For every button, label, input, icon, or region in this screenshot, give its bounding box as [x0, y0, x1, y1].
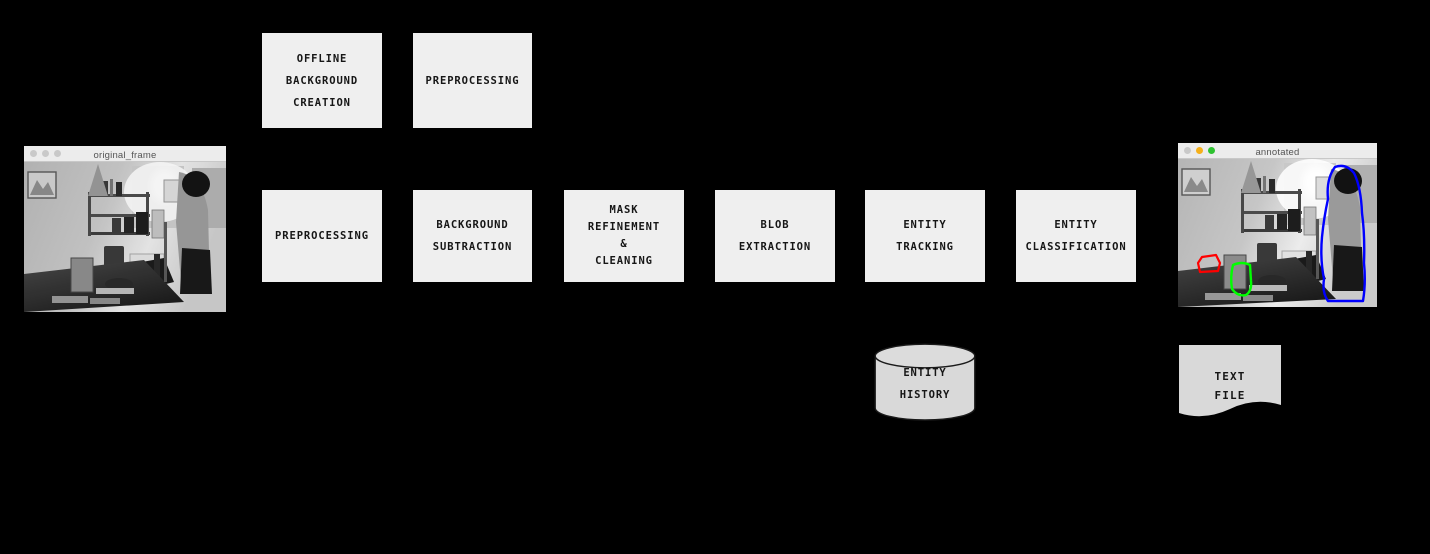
mask-refinement-cleaning-box[interactable]: MASK REFINEMENT & CLEANING [564, 190, 684, 282]
box-line: BACKGROUND [436, 219, 509, 231]
box-line: PREPROCESSING [275, 230, 369, 242]
red-contour [1196, 253, 1222, 274]
preprocessing-box[interactable]: PREPROCESSING [262, 190, 382, 282]
box-line: TRACKING [896, 241, 954, 253]
traffic-lights [30, 150, 61, 157]
entity-history-datastore[interactable]: ENTITY HISTORY [874, 343, 976, 421]
box-line: REFINEMENT [587, 221, 661, 233]
window-titlebar: original_frame [24, 146, 226, 162]
entity-tracking-box[interactable]: ENTITY TRACKING [865, 190, 985, 282]
close-icon[interactable] [30, 150, 37, 157]
box-line: CLASSIFICATION [1025, 241, 1127, 253]
original-frame-image [24, 162, 226, 312]
close-icon[interactable] [1184, 147, 1191, 154]
box-line: ENTITY [903, 219, 947, 231]
annotated-image [1178, 159, 1377, 307]
box-line: PREPROCESSING [425, 74, 520, 87]
box-line: MASK [609, 204, 639, 216]
box-line: SUBTRACTION [432, 241, 513, 253]
minimize-icon[interactable] [1196, 147, 1203, 154]
box-line: OFFLINE [296, 52, 348, 65]
box-line: CLEANING [595, 255, 653, 267]
annotated-window[interactable]: annotated [1178, 143, 1377, 307]
box-line: ENTITY [1054, 219, 1098, 231]
original-frame-window[interactable]: original_frame [24, 146, 226, 312]
green-contour [1230, 261, 1253, 297]
entity-classification-box[interactable]: ENTITY CLASSIFICATION [1016, 190, 1136, 282]
minimize-icon[interactable] [42, 150, 49, 157]
background-subtraction-box[interactable]: BACKGROUND SUBTRACTION [413, 190, 532, 282]
box-line: & [620, 238, 628, 250]
blob-extraction-box[interactable]: BLOB EXTRACTION [715, 190, 835, 282]
window-titlebar: annotated [1178, 143, 1377, 159]
box-line: BLOB [760, 219, 790, 231]
preprocessing-offline-box[interactable]: PREPROCESSING [413, 33, 532, 128]
blue-person-contour [1320, 164, 1366, 303]
maximize-icon[interactable] [1208, 147, 1215, 154]
traffic-lights [1184, 147, 1215, 154]
offline-background-creation-box[interactable]: OFFLINE BACKGROUND CREATION [262, 33, 382, 128]
maximize-icon[interactable] [54, 150, 61, 157]
box-line: EXTRACTION [738, 241, 812, 253]
text-file-document[interactable]: TEXT FILE [1179, 345, 1281, 421]
box-line: CREATION [293, 96, 351, 109]
box-line: BACKGROUND [285, 74, 359, 87]
